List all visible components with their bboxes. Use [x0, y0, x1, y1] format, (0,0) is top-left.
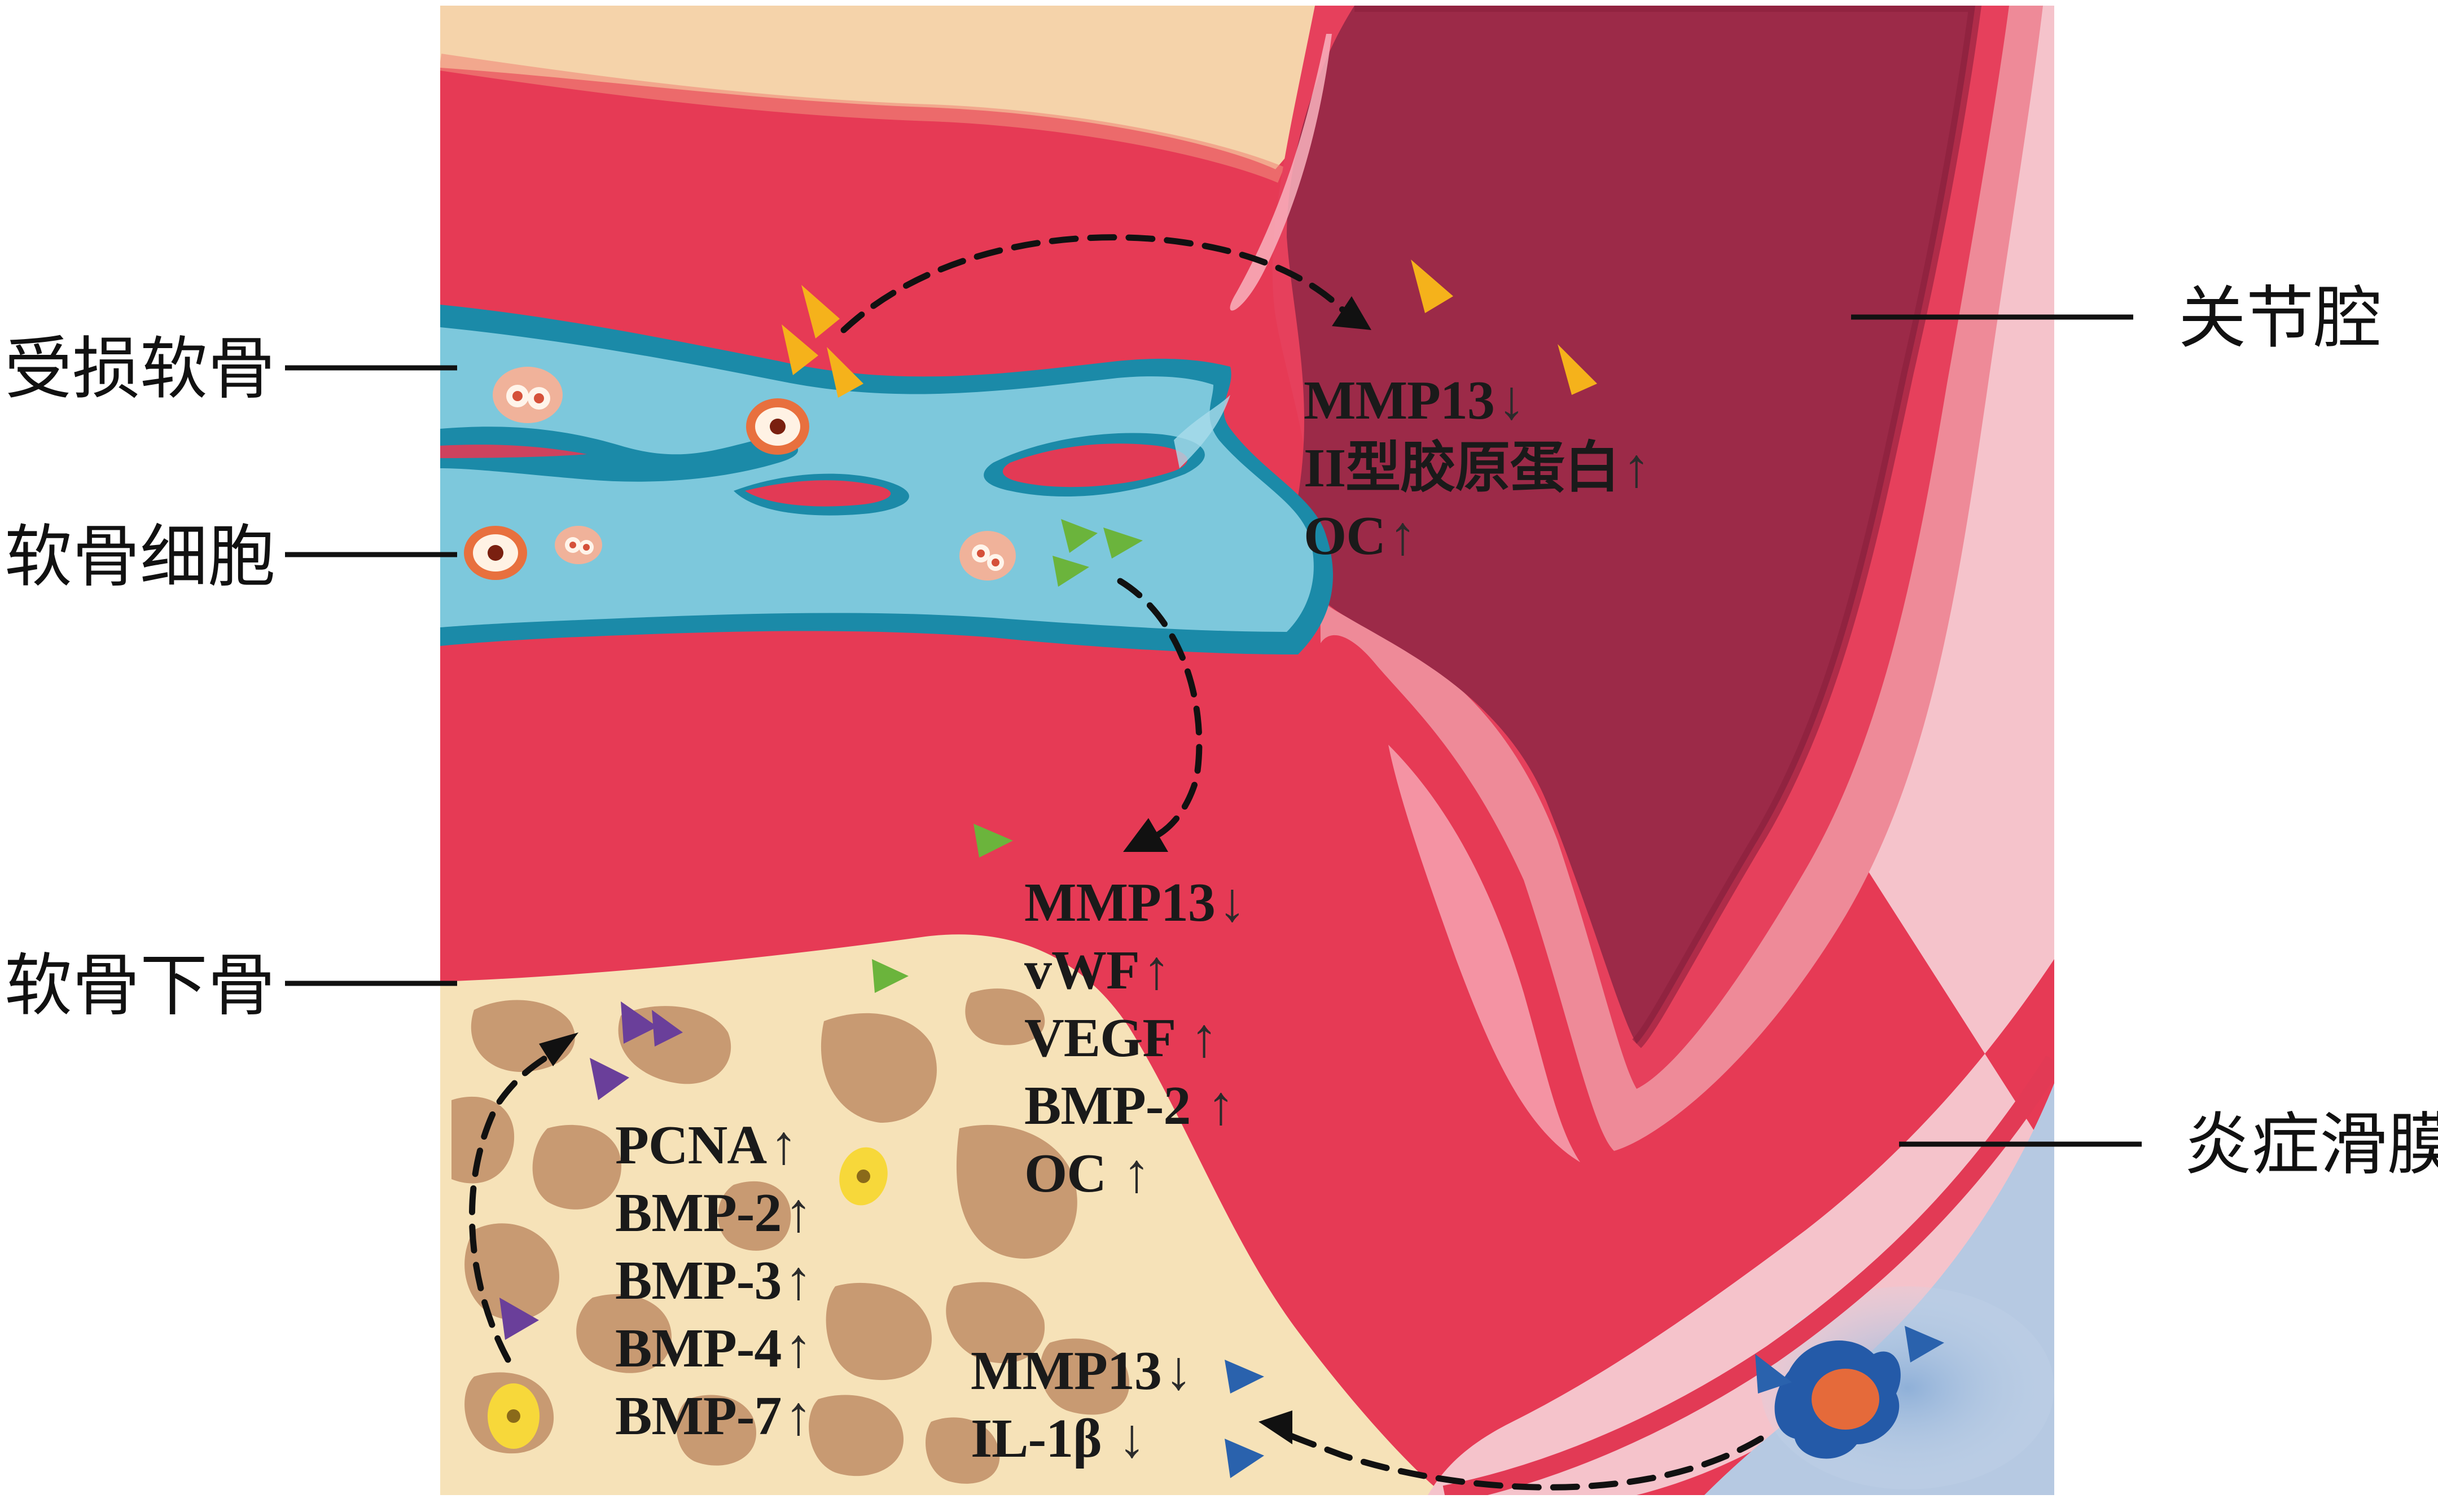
bone-trabeculae	[451, 988, 1130, 1484]
marker-line: BMP-7↑	[615, 1386, 813, 1447]
chondrocyte-cells	[464, 367, 1016, 581]
upper-bone-edge	[440, 54, 1284, 183]
marker-line: MMP13↓	[1304, 370, 1525, 431]
label-inflamed-synovium: 炎症滑膜	[2184, 1106, 2438, 1184]
cartilage-to-bone-markers: MMP13↓ vWF↑ VEGF ↑ BMP-2 ↑ OC ↑	[1024, 869, 1246, 1207]
marker-line: BMP-4↑	[615, 1318, 813, 1379]
subchondral-bone-markers: PCNA↑ BMP-2↑ BMP-3↑ BMP-4↑ BMP-7↑	[615, 1111, 812, 1450]
marker-line: BMP-2↑	[615, 1183, 813, 1243]
marker-line: MMP13↓	[1024, 872, 1246, 933]
marker-line: BMP-3↑	[615, 1250, 813, 1311]
label-joint-cavity: 关节腔	[2178, 279, 2382, 358]
marker-line: OC ↑	[1024, 1143, 1151, 1204]
label-leader-lines	[285, 314, 2142, 1147]
marker-line: PCNA↑	[615, 1115, 798, 1176]
label-damaged-cartilage: 受损软骨	[5, 330, 275, 408]
marker-line: VEGF ↑	[1024, 1008, 1218, 1069]
blue-signal-arrows	[1225, 1326, 1944, 1478]
label-subchondral-bone: 软骨下骨	[5, 947, 275, 1025]
synovium-edge	[1442, 1055, 2054, 1495]
marker-line: IL-1β ↓	[971, 1408, 1146, 1469]
marker-line: BMP-2 ↑	[1024, 1075, 1235, 1136]
osteoblast-cells	[488, 1147, 888, 1449]
purple-signal-arrows	[499, 1001, 683, 1340]
joint-cavity-region	[1287, 6, 1975, 1044]
joint-cavity-markers: MMP13↓ II型胶原蛋白↑ OC↑	[1304, 367, 1650, 570]
orange-signal-arrows	[782, 260, 1597, 398]
pathway-arrowheads	[539, 296, 1371, 1444]
upper-bone-area	[440, 6, 1400, 169]
marker-line: OC↑	[1304, 506, 1417, 566]
signal-pathways	[468, 234, 1764, 1491]
synovium-markers: MMP13↓ IL-1β ↓	[971, 1337, 1192, 1473]
marker-line: vWF↑	[1024, 940, 1170, 1001]
marker-line: II型胶原蛋白↑	[1304, 438, 1651, 499]
macrophage-cell	[1774, 1340, 1901, 1459]
label-chondrocyte: 软骨细胞	[5, 518, 275, 596]
marker-line: MMP13↓	[971, 1340, 1192, 1401]
green-signal-arrows	[872, 519, 1143, 993]
